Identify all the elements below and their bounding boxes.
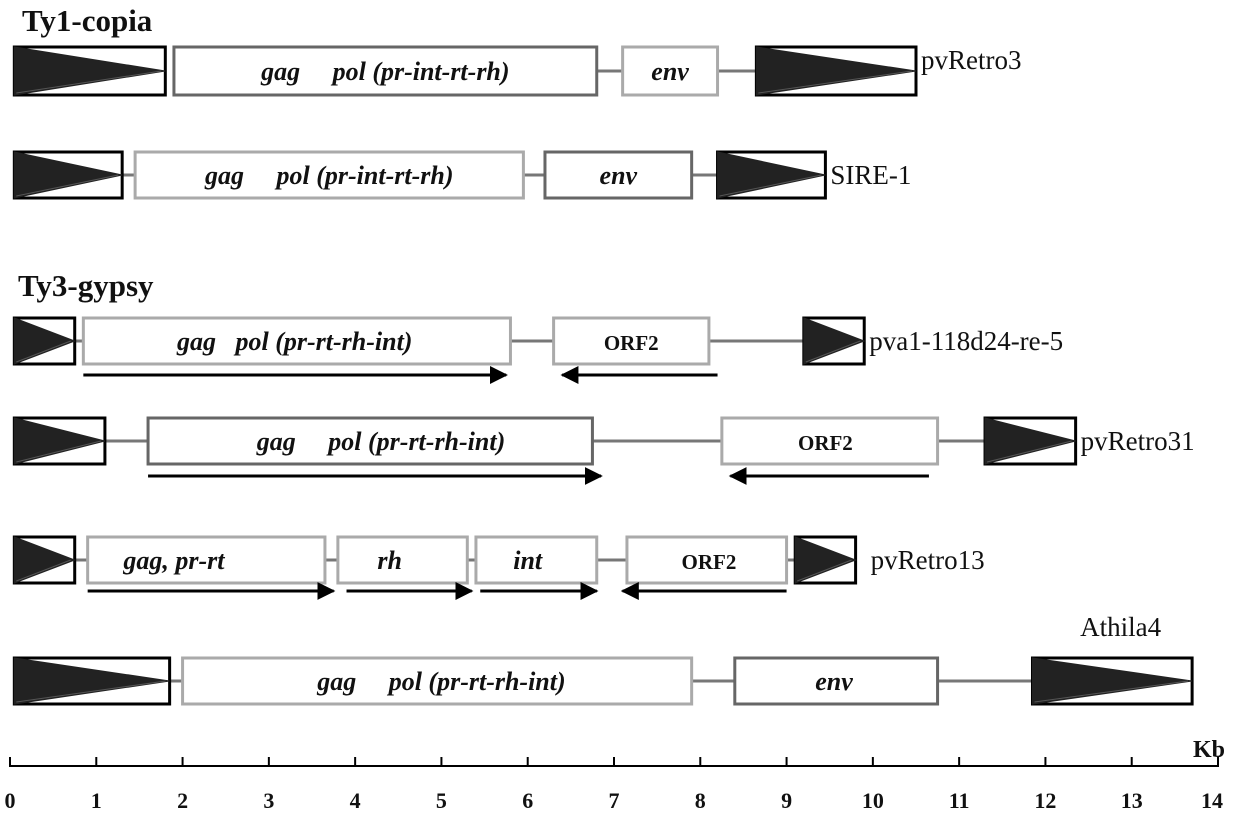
ltr-block [1030,656,1194,706]
gene-label: gag pol (pr-int-rt-rh) [204,161,453,190]
ltr-block [12,150,124,200]
element-name-pvretro3: pvRetro3 [921,45,1022,75]
ltr-block [12,416,107,466]
element-pvretro31: gag pol (pr-rt-rh-int) ORF2 pvRetro31 [12,416,1195,485]
axis-tick-label: 11 [949,788,970,813]
gene-label: int [513,546,543,575]
ltr-block [716,150,827,200]
element-name-pva1: pva1-118d24-re-5 [869,326,1063,356]
axis-tick-label: 3 [263,788,274,813]
element-pva1: gag pol (pr-rt-rh-int) ORF2 pva1-118d24-re… [12,316,1063,384]
gene-box [146,416,594,466]
section-title-ty3-gypsy: Ty3-gypsy [18,268,154,303]
ltr-block [12,45,167,97]
axis-tick-label: 12 [1034,788,1056,813]
gene-label: gag pol (pr-rt-rh-int) [176,327,412,356]
ltr-block [12,656,172,706]
element-pvretro13: gag, pr-rt rh int ORF2 pvRetro13 [12,535,985,600]
ltr-block [12,316,77,366]
element-sire1: gag pol (pr-int-rt-rh) env SIRE-1 [12,150,911,200]
ltr-triangle-icon [755,46,917,96]
gene-label: ORF2 [604,331,659,355]
ltr-triangle-icon [717,151,826,199]
axis-tick-label: 14 [1201,788,1223,813]
gene-box [625,535,789,585]
ltr-triangle-icon [794,536,858,584]
gene-label: gag pol (pr-rt-rh-int) [256,427,505,456]
gene-box [552,316,711,366]
ltr-triangle-icon [13,536,77,584]
axis-tick-label: 10 [862,788,884,813]
element-name-sire1: SIRE-1 [830,160,911,190]
gene-box [621,45,720,97]
axis-tick-label: 0 [5,788,16,813]
element-name-pvretro31: pvRetro31 [1081,426,1195,456]
axis-tick-label: 4 [350,788,361,813]
ltr-triangle-icon [13,417,106,465]
gene-box [474,535,599,585]
ltr-triangle-icon [13,46,166,96]
gene-box [172,45,599,97]
gene-label: rh [377,546,402,575]
gene-label: env [815,667,853,696]
ltr-block [12,535,77,585]
gene-label: gag, pr-rt [122,546,225,575]
ltr-triangle-icon [13,151,123,199]
ltr-triangle-icon [13,317,77,365]
element-pvretro3: gag pol (pr-int-rt-rh) env pvRetro3 [12,45,1022,97]
gene-label: env [600,161,638,190]
ltr-triangle-icon [803,317,866,365]
gene-box [733,656,940,706]
axis-tick-label: 7 [609,788,620,813]
ltr-block [754,45,918,97]
gene-label: gag pol (pr-int-rt-rh) [260,57,509,86]
element-athila4: gag pol (pr-rt-rh-int) env Athila4 [12,612,1194,706]
ltr-block [983,416,1078,466]
axis-tick-label: 13 [1121,788,1143,813]
axis-unit-label: Kb [1193,737,1225,763]
element-name-athila4: Athila4 [1080,612,1161,642]
gene-box [81,316,512,366]
gene-label: ORF2 [682,550,737,574]
axis-tick-label: 2 [177,788,188,813]
element-name-pvretro13: pvRetro13 [871,545,985,575]
ltr-block [793,535,858,585]
gene-box [181,656,694,706]
gene-label: env [651,57,689,86]
gene-box [720,416,940,466]
axis-tick-label: 9 [781,788,792,813]
gene-label: gag pol (pr-rt-rh-int) [316,667,565,696]
ltr-triangle-icon [984,417,1076,465]
section-title-ty1-copia: Ty1-copia [22,3,153,38]
gene-box [133,150,525,200]
gene-box [543,150,694,200]
gene-box [336,535,469,585]
gene-box [86,535,327,585]
axis-tick-label: 5 [436,788,447,813]
axis-tick-label: 6 [522,788,533,813]
gene-label: ORF2 [798,431,853,455]
ltr-block [802,316,866,366]
axis-tick-label: 8 [695,788,706,813]
ltr-triangle-icon [13,657,170,705]
ltr-triangle-icon [1031,657,1193,705]
axis-tick-label: 1 [91,788,102,813]
